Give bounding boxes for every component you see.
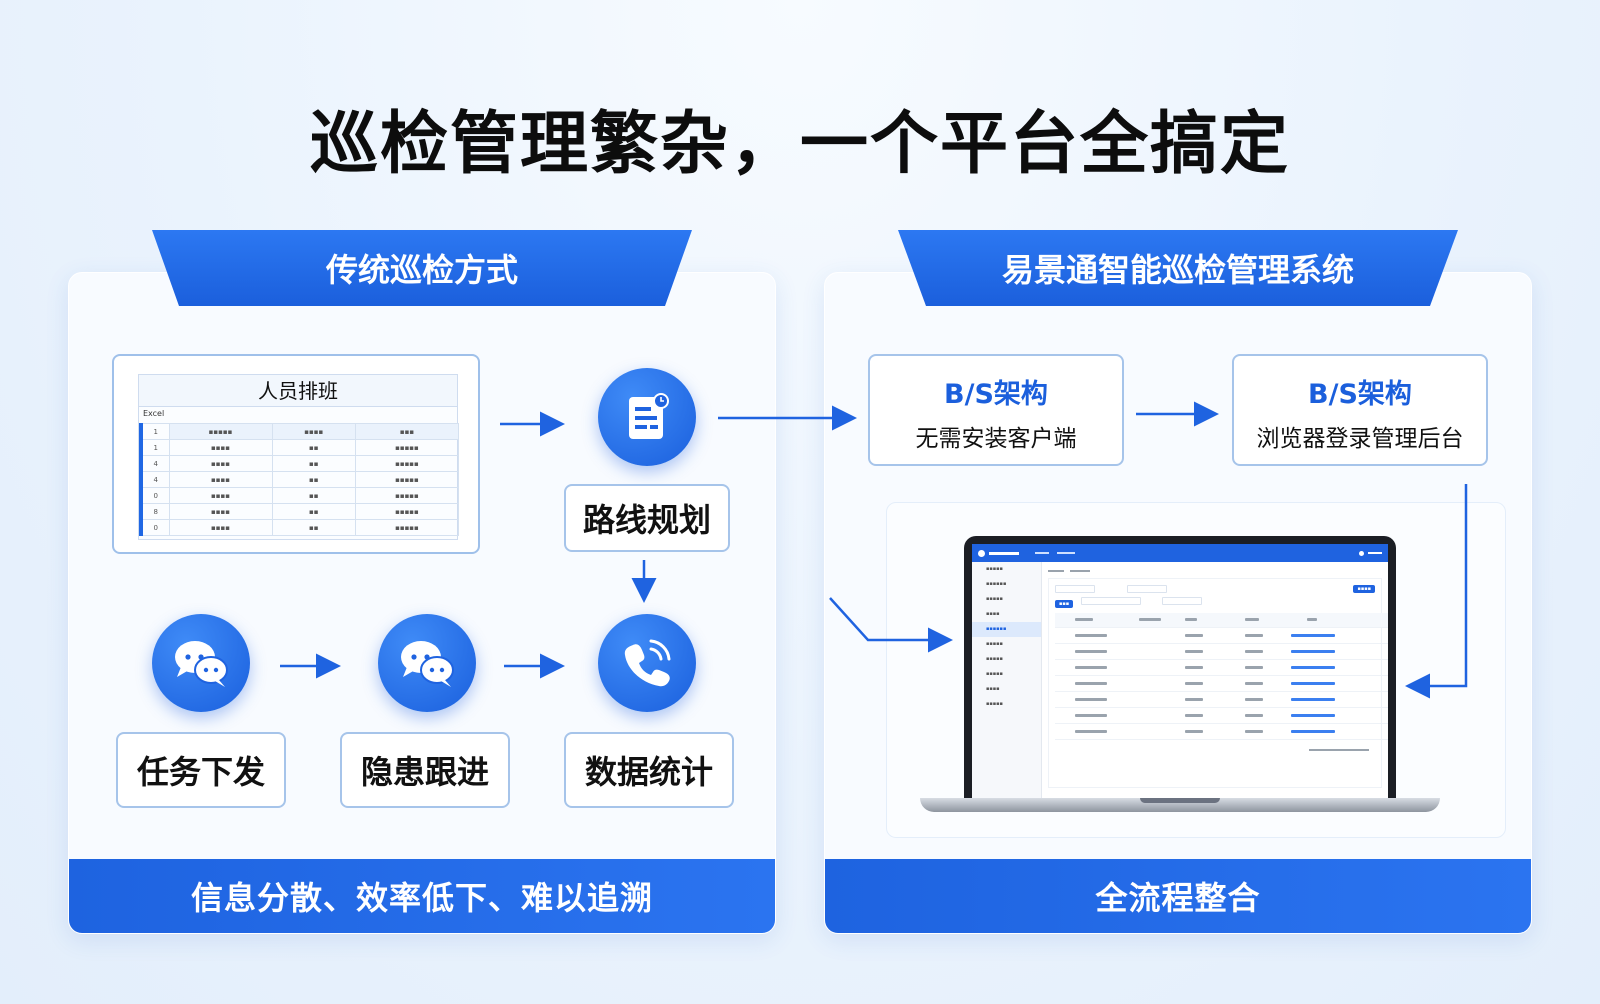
schedule-table: 1 ▪▪▪▪▪ ▪▪▪▪ ▪▪▪ 1 ▪▪▪▪▪▪▪▪▪▪▪ 4 ▪▪▪▪▪▪▪…	[139, 423, 460, 536]
table-header-cell: ▪▪▪▪▪	[168, 423, 273, 440]
table-row: 0 ▪▪▪▪▪▪▪▪▪▪▪	[139, 487, 460, 504]
table-row: 8 ▪▪▪▪▪▪▪▪▪▪▪	[139, 503, 460, 520]
table-cell: 1	[139, 423, 170, 440]
laptop-notch	[1140, 798, 1220, 803]
sidebar-item: ▪▪▪▪▪	[986, 671, 1003, 677]
sidebar-item: ▪▪▪▪▪	[986, 641, 1003, 647]
schedule-sheet: 人员排班 Excel 1 ▪▪▪▪▪ ▪▪▪▪ ▪▪▪ 1 ▪▪▪▪▪▪▪▪▪▪…	[138, 374, 460, 540]
sidebar-item: ▪▪▪▪▪▪	[986, 581, 1007, 587]
bs-description: 浏览器登录管理后台	[1256, 426, 1464, 452]
table-row	[1055, 677, 1388, 692]
table-header-cell: ▪▪▪▪	[271, 423, 356, 440]
add-button: ▪▪▪	[1055, 600, 1074, 608]
sidebar-item: ▪▪▪▪▪	[986, 566, 1003, 572]
filter-input	[1162, 597, 1203, 605]
table-row	[1055, 629, 1388, 644]
data-table	[1055, 613, 1388, 783]
sidebar-item: ▪▪▪▪▪▪	[972, 622, 1041, 637]
table-row: 4 ▪▪▪▪▪▪▪▪▪▪▪	[139, 471, 460, 488]
chat-bubbles-icon	[152, 614, 250, 712]
table-row: 1 ▪▪▪▪▪▪▪▪▪▪▪	[139, 439, 460, 456]
chat-bubbles-icon	[378, 614, 476, 712]
table-cell: 0	[139, 487, 170, 504]
smart-system-header-tab: 易景通智能巡检管理系统	[898, 230, 1458, 306]
smart-system-footer: 全流程整合	[825, 859, 1531, 933]
table-row: 1 ▪▪▪▪▪ ▪▪▪▪ ▪▪▪	[139, 423, 460, 440]
filter-input	[1055, 585, 1095, 593]
traditional-header-tab: 传统巡检方式	[152, 230, 692, 306]
hazard-followup-box: 隐患跟进	[340, 732, 510, 808]
laptop-base	[920, 798, 1440, 812]
bs-description: 无需安装客户端	[915, 426, 1077, 452]
table-cell: 1	[139, 439, 170, 456]
table-row	[1055, 645, 1388, 660]
app-topbar	[972, 544, 1388, 562]
table-row	[1055, 693, 1388, 708]
app-content: ▪▪▪▪ ▪▪▪	[1048, 568, 1388, 794]
table-cell: 0	[139, 519, 170, 536]
data-panel: ▪▪▪▪ ▪▪▪	[1048, 578, 1388, 788]
task-dispatch-box: 任务下发	[116, 732, 286, 808]
table-row: 0 ▪▪▪▪▪▪▪▪▪▪▪	[139, 519, 460, 536]
table-cell: 4	[139, 455, 170, 472]
phone-icon	[598, 614, 696, 712]
excel-tag: Excel	[143, 409, 165, 418]
table-row	[1055, 661, 1388, 676]
bs-title: B/S架构	[1308, 379, 1412, 410]
avatar	[1359, 550, 1364, 556]
traditional-footer: 信息分散、效率低下、难以追溯	[69, 859, 775, 933]
laptop-screen: ▪▪▪▪▪ ▪▪▪▪▪▪ ▪▪▪▪▪ ▪▪▪▪ ▪▪▪▪▪▪ ▪▪▪▪▪ ▪▪▪…	[964, 536, 1396, 798]
sidebar-item: ▪▪▪▪▪	[986, 596, 1003, 602]
table-row	[1055, 613, 1388, 628]
sidebar-item: ▪▪▪▪	[986, 611, 1000, 617]
sidebar-item: ▪▪▪▪▪	[986, 701, 1003, 707]
table-cell: 4	[139, 471, 170, 488]
sidebar-item: ▪▪▪▪▪	[986, 656, 1003, 662]
table-cell: 8	[139, 503, 170, 520]
table-row: 4 ▪▪▪▪▪▪▪▪▪▪▪	[139, 455, 460, 472]
table-row	[1055, 709, 1388, 724]
admin-dashboard-mockup: ▪▪▪▪▪ ▪▪▪▪▪▪ ▪▪▪▪▪ ▪▪▪▪ ▪▪▪▪▪▪ ▪▪▪▪▪ ▪▪▪…	[972, 544, 1388, 798]
bs-no-client-box: B/S架构 无需安装客户端	[868, 354, 1124, 466]
bs-browser-login-box: B/S架构 浏览器登录管理后台	[1232, 354, 1488, 466]
sidebar-item: ▪▪▪▪	[986, 686, 1000, 692]
filter-input	[1126, 585, 1167, 593]
data-statistics-box: 数据统计	[564, 732, 734, 808]
route-planning-box: 路线规划	[564, 484, 730, 552]
table-header-cell: ▪▪▪	[354, 423, 460, 440]
app-logo-icon	[978, 549, 985, 557]
table-row	[1055, 725, 1388, 740]
search-button: ▪▪▪▪	[1353, 585, 1375, 593]
date-input	[1080, 597, 1141, 605]
app-sidebar: ▪▪▪▪▪ ▪▪▪▪▪▪ ▪▪▪▪▪ ▪▪▪▪ ▪▪▪▪▪▪ ▪▪▪▪▪ ▪▪▪…	[972, 562, 1042, 798]
pagination	[1309, 747, 1369, 753]
bs-title: B/S架构	[944, 379, 1048, 410]
schedule-title: 人员排班	[139, 375, 457, 407]
schedule-sheet-card: 人员排班 Excel 1 ▪▪▪▪▪ ▪▪▪▪ ▪▪▪ 1 ▪▪▪▪▪▪▪▪▪▪…	[112, 354, 480, 554]
clipboard-icon	[598, 368, 696, 466]
page-title: 巡检管理繁杂，一个平台全搞定	[309, 105, 1290, 184]
